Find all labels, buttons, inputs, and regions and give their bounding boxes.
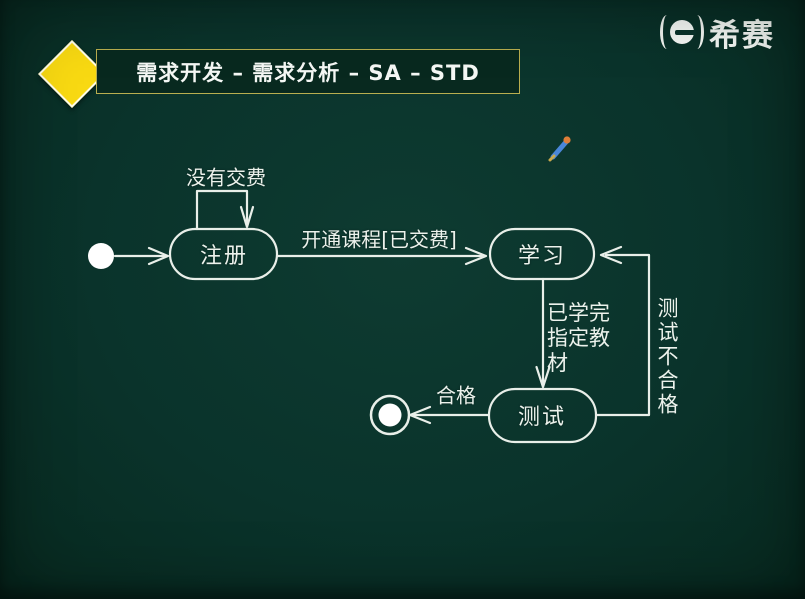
label-test-failed: 测试不合格 — [655, 297, 679, 417]
logo-text: 希赛 — [709, 17, 775, 54]
label-no-payment: 没有交费 — [186, 165, 266, 190]
pencil-cursor-icon — [548, 136, 571, 162]
state-register-label: 注册 — [199, 244, 249, 269]
label-open-course: 开通课程[已交费] — [301, 227, 457, 252]
final-state-node — [369, 394, 411, 436]
transition-test-to-study — [594, 245, 651, 417]
xisai-logo: 希赛 — [660, 12, 775, 54]
transition-study-to-test — [535, 277, 551, 389]
transition-test-to-final — [408, 405, 490, 425]
transition-register-to-study — [275, 246, 488, 266]
transition-register-self-loop — [195, 189, 255, 231]
state-test-label: 测试 — [517, 405, 567, 430]
logo-right-paren-icon — [690, 15, 704, 49]
logo-left-paren-icon — [660, 15, 674, 49]
initial-state-node — [88, 243, 114, 269]
state-study-label: 学习 — [517, 244, 567, 269]
state-register-shape — [168, 227, 279, 281]
label-pass: 合格 — [436, 383, 476, 408]
transition-initial-to-register — [113, 246, 170, 266]
logo-e-icon — [670, 20, 696, 44]
page-title: 需求开发 – 需求分析 – SA – STD — [136, 60, 480, 85]
label-finished-textbook: 已学完指定教材 — [547, 301, 610, 375]
title-bar: 需求开发 – 需求分析 – SA – STD — [96, 49, 520, 94]
